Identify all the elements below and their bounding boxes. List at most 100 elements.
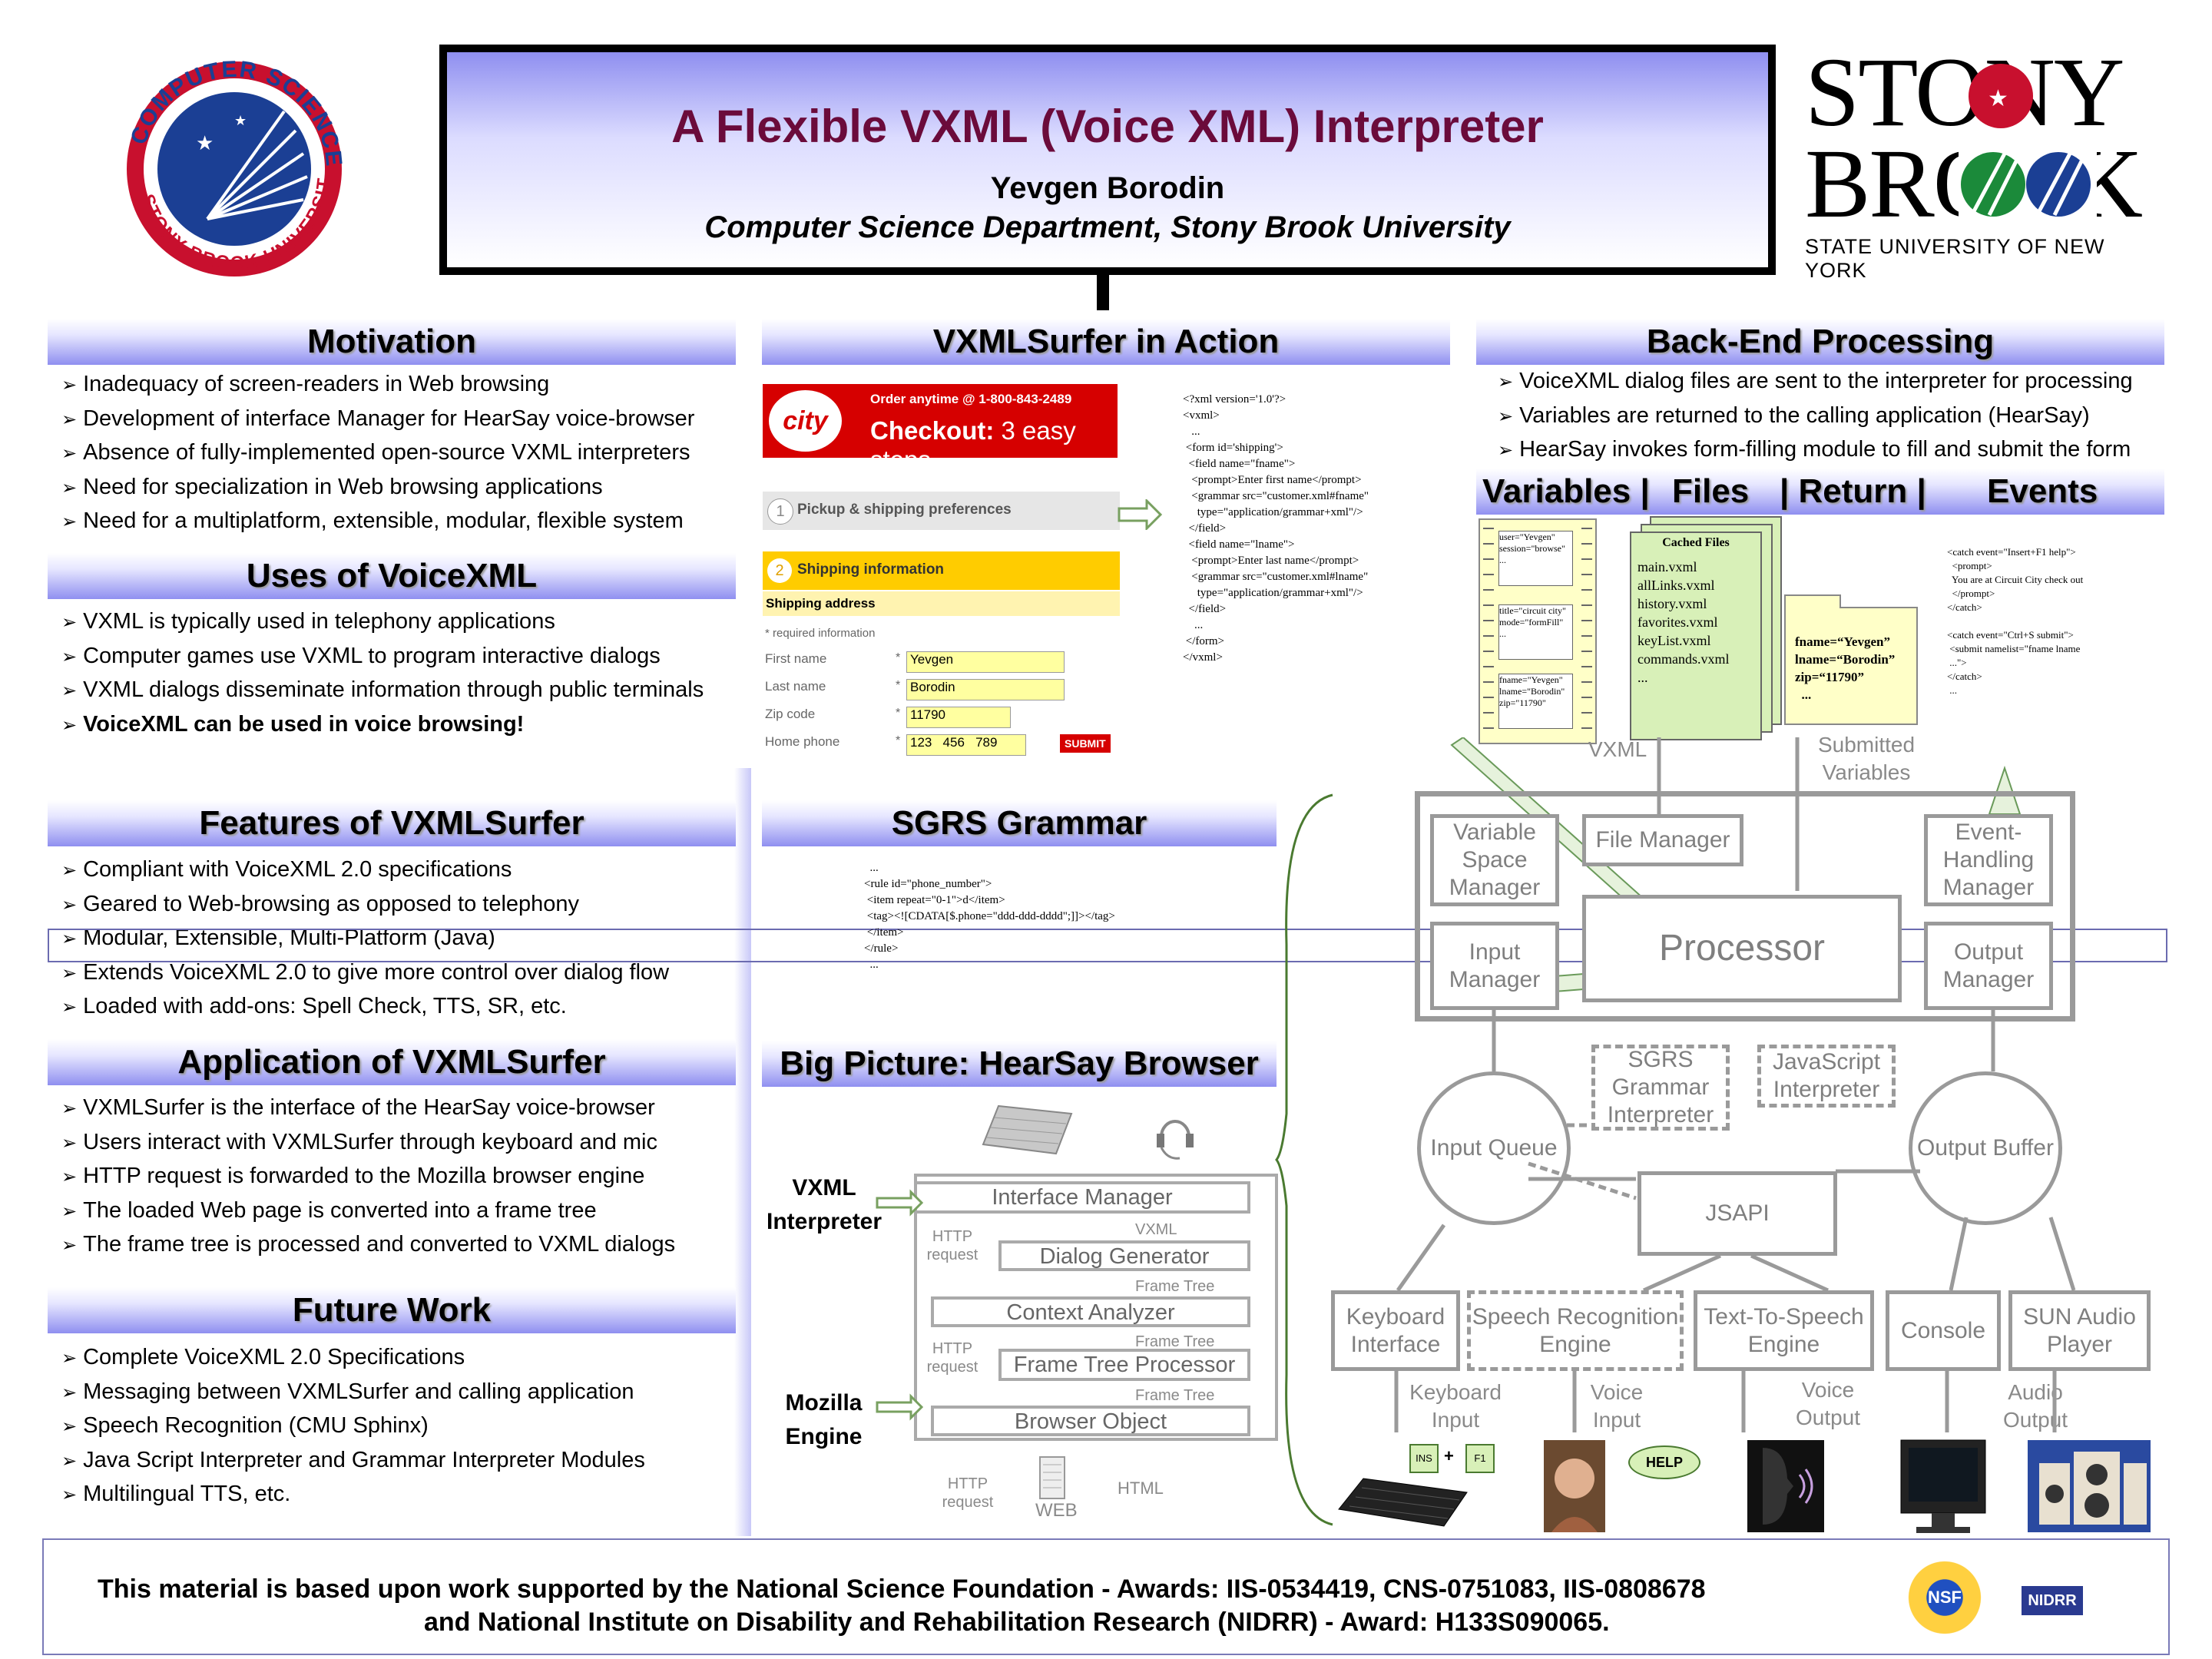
diagram-arrows [876,1189,924,1421]
output-buffer: Output Buffer [1909,1071,2062,1225]
submit-button[interactable]: SUBMIT [1060,734,1111,753]
checkout-steps: 3 easy steps [870,416,1076,474]
list-item: VXMLSurfer is the interface of the HearS… [61,1091,675,1126]
input-queue: Input Queue [1417,1071,1571,1225]
backend-list: VoiceXML dialog files are sent to the in… [1498,365,2133,468]
cached-files-doc: Cached Files main.vxml allLinks.vxml his… [1630,531,1762,740]
order-anytime: Order anytime @ 1-800-843-2489 [870,392,1072,406]
footer-line2: and National Institute on Disability and… [424,1608,1610,1637]
required-info: * required information [765,627,876,640]
footer-line1: This material is based upon work support… [98,1575,1706,1604]
svg-text:★: ★ [196,132,214,155]
circuit-city-logo: city [769,390,842,452]
mozilla-engine-label: Mozilla Engine [785,1390,863,1449]
variable-space-manager: Variable Space Manager [1430,814,1559,906]
list-item: VoiceXML dialog files are sent to the in… [1498,365,2132,399]
key-ins: INS [1409,1444,1439,1473]
console: Console [1886,1290,2001,1371]
step-number: 2 [767,558,792,583]
field-label: Last name [765,679,826,694]
checkout-banner: city Order anytime @ 1-800-843-2489 Chec… [763,384,1118,474]
return-vars: fname=“Yevgen” lname=“Borodin” zip=“1179… [1795,634,1896,702]
events-code: <catch event="Insert+F1 help"> <prompt> … [1947,546,2084,696]
events-label: Events [1987,472,2098,510]
http-request-label: HTTP request [926,1340,979,1376]
list-item: Multilingual TTS, etc. [61,1478,645,1512]
step2-label: Shipping information [797,561,945,578]
keyboard-photo-icon [1338,1478,1468,1527]
return-folder: fname=“Yevgen” lname=“Borodin” zip=“1179… [1784,594,1918,725]
core-frame [1415,791,2075,1022]
file-name: keyList.vxml [1637,633,1711,648]
list-item: Geared to Web-browsing as opposed to tel… [61,888,669,922]
nsf-logo: NSF [1902,1555,1987,1640]
list-item: HTTP request is forwarded to the Mozilla… [61,1160,675,1194]
list-item: Users interact with VXMLSurfer through k… [61,1126,675,1161]
motivation-list: Inadequacy of screen-readers in Web brow… [61,368,694,539]
list-item: Need for specialization in Web browsing … [61,471,694,505]
step-number: 1 [767,498,793,525]
backend-header: Back-End Processing [1476,319,2164,365]
backend-subheader: Variables | Files | Return | Events [1476,469,2164,515]
list-item: Java Script Interpreter and Grammar Inte… [61,1444,645,1479]
file-name: commands.vxml [1637,651,1730,667]
list-item: Compliant with VoiceXML 2.0 specificatio… [61,853,669,888]
list-item: Extends VoiceXML 2.0 to give more contro… [61,956,669,991]
keyboard-input-label: Keyboard Input [1409,1380,1502,1432]
tts-engine: Text-To-Speech Engine [1694,1290,1874,1371]
file-manager: File Manager [1582,814,1743,866]
files-label: Files [1672,472,1750,510]
device-arrows [1394,1371,2057,1432]
action-header: VXMLSurfer in Action [762,319,1450,365]
footer: This material is based upon work support… [42,1538,2170,1655]
title-box: A Flexible VXML (Voice XML) Interpreter … [439,45,1776,275]
sun-audio-player: SUN Audio Player [2008,1290,2151,1371]
step1-bar: 1 Pickup & shipping preferences [763,492,1120,530]
cached-files-title: Cached Files [1662,536,1730,549]
list-item: VXML is typically used in telephony appl… [61,605,704,640]
application-list: VXMLSurfer is the interface of the HearS… [61,1091,675,1263]
list-item: Speech Recognition (CMU Sphinx) [61,1409,645,1444]
arch-lower-connectors [1396,1010,2076,1293]
first-name-input[interactable]: Yevgen [906,651,1065,673]
stony-star-icon: ★ [1969,64,2033,128]
highlight-box [48,929,2167,962]
shipping-address-bar: Shipping address [763,591,1120,616]
last-name-input[interactable]: Borodin [906,679,1065,700]
phone-input[interactable]: 123 456 789 [906,734,1026,756]
list-item: Variables are returned to the calling ap… [1498,399,2133,434]
speaker-face-icon [1747,1440,1824,1532]
return-label: | Return | [1780,472,1926,510]
features-header: Features of VXMLSurfer [48,800,736,846]
sgrs-code: ... <rule id="phone_number"> <item repea… [864,862,1115,971]
speakers-icon [2028,1440,2151,1532]
js-interpreter: JavaScript Interpreter [1757,1045,1896,1108]
application-header: Application of VXMLSurfer [48,1039,736,1085]
voice-input-label: Voice Input [1590,1380,1644,1432]
event-handling-manager: Event-Handling Manager [1924,814,2053,906]
keyboard-icon [982,1104,1073,1155]
list-item: Absence of fully-implemented open-source… [61,436,694,471]
variables-label: Variables | [1482,472,1650,510]
file-name: allLinks.vxml [1637,578,1715,593]
list-item: Development of interface Manager for Hea… [61,402,694,437]
submitted-variables-label: Submitted Variables [1817,733,1916,784]
uses-header: Uses of VoiceXML [48,553,736,599]
list-item: HearSay invokes form-filling module to f… [1498,433,2133,468]
key-f1: F1 [1465,1444,1495,1473]
sgrs-header: SGRS Grammar [762,800,1277,846]
cs-logo: ★ ★ COMPUTER SCIENCE STONY BROOK UNIVERS… [108,41,353,280]
zip-input[interactable]: 11790 [906,707,1011,728]
vxml-code: <?xml version='1.0'?> <vxml> ... <form i… [1183,393,1369,664]
variables-strip: user="Yevgen" session="browse" ... title… [1479,518,1597,744]
list-item: VXML dialogs disseminate information thr… [61,674,704,708]
vxml-interpreter-label: VXML Interpreter [767,1175,882,1234]
brace-icon [1275,793,1333,1526]
output-manager: Output Manager [1924,922,2053,1010]
keyboard-interface: Keyboard Interface [1331,1290,1460,1371]
motivation-header: Motivation [48,319,736,365]
arrow-icon [1118,499,1163,530]
svg-text:★: ★ [234,113,247,129]
field-label: First name [765,651,827,666]
shipping-form: First name*Yevgen Last name*Borodin Zip … [765,651,1126,762]
